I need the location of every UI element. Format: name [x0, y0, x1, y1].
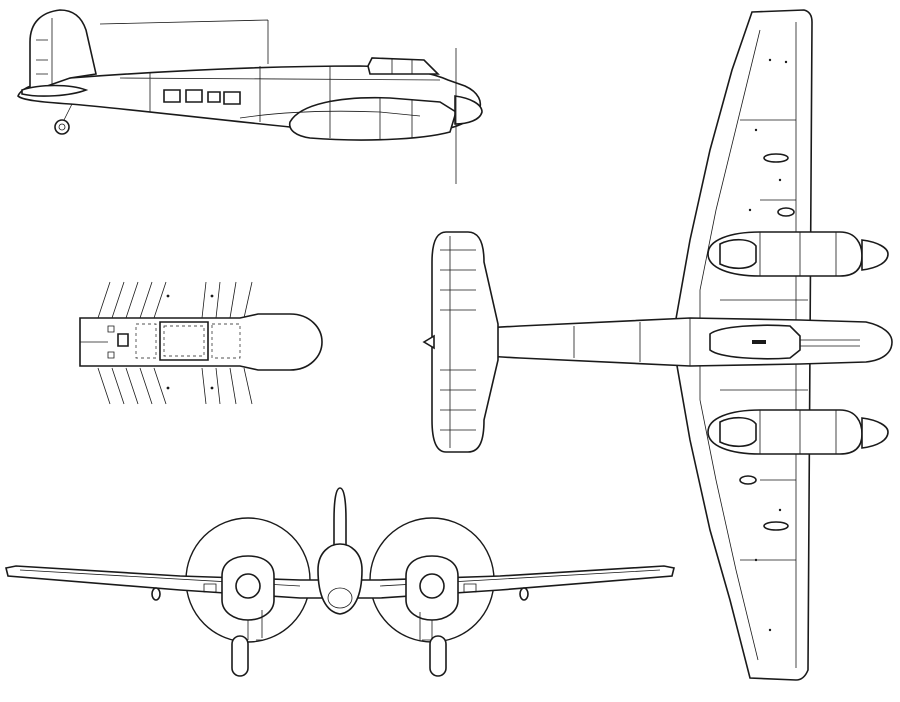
side-spinner: [455, 96, 482, 124]
cockpit-detail-view: [80, 282, 322, 404]
side-vertical-tail: [30, 10, 96, 92]
plan-wing-stores: [740, 154, 794, 530]
side-hatch-2: [186, 90, 202, 102]
plan-spinner-lower: [862, 418, 888, 448]
side-tailplane: [22, 86, 86, 97]
side-hatch-1: [164, 90, 180, 102]
front-view: [6, 488, 674, 676]
front-fuselage: [318, 544, 362, 614]
side-hatch-3: [208, 92, 220, 102]
side-view: [18, 10, 482, 184]
plan-tailplane: [432, 232, 498, 452]
plan-view: [424, 10, 892, 680]
detail-wing-ribs-bottom: [98, 368, 252, 404]
plan-spinner-upper: [862, 240, 888, 270]
front-store-right: [520, 588, 528, 600]
front-wheel-left: [232, 636, 248, 676]
side-canopy: [368, 58, 438, 74]
side-hatch-4: [224, 92, 240, 104]
front-store-left: [152, 588, 160, 600]
side-tail-wheel: [55, 120, 69, 134]
side-engine-nacelle: [290, 98, 456, 140]
detail-wing-ribs-top: [98, 282, 252, 318]
front-wheel-right: [430, 636, 446, 676]
plan-fuselage: [430, 318, 892, 366]
detail-cockpit-frame: [160, 322, 208, 360]
plan-cockpit-marker: [752, 340, 766, 344]
